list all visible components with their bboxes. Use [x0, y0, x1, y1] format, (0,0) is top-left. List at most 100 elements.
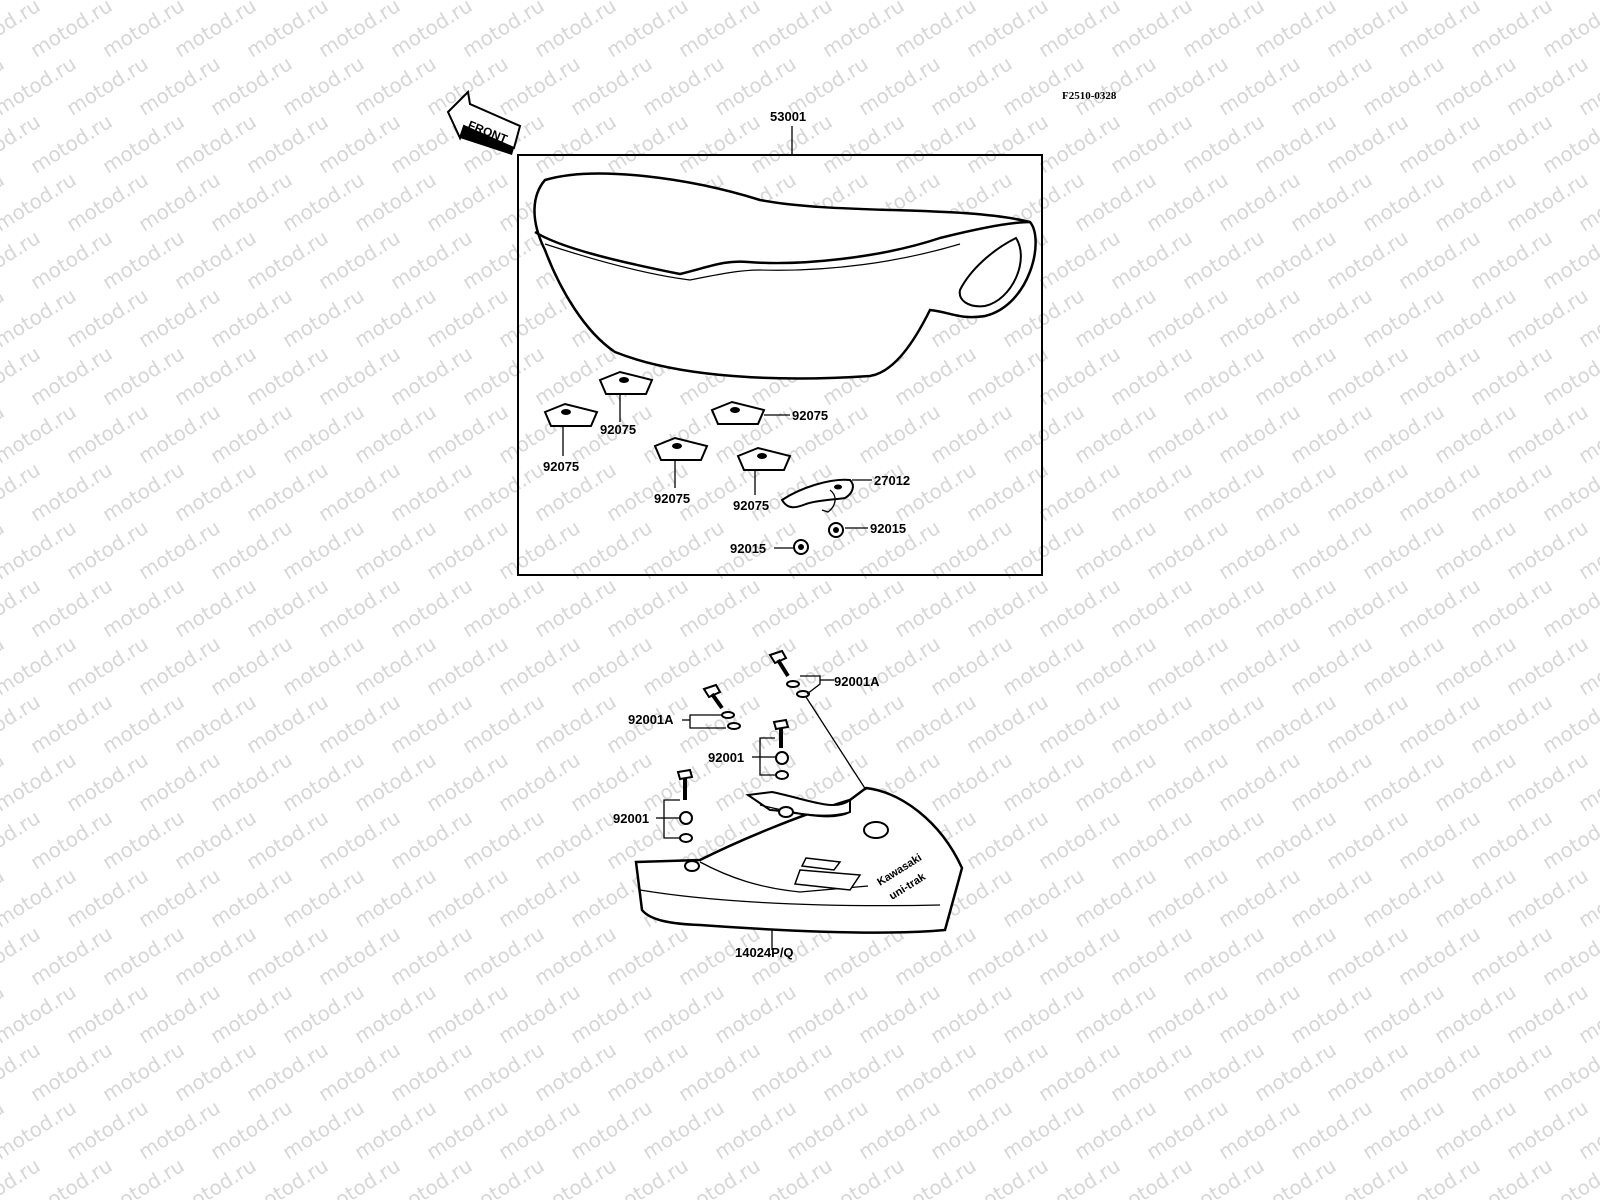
- watermark-text: motod.ru: [494, 631, 585, 700]
- watermark-text: motod.ru: [1214, 631, 1305, 700]
- watermark-text: motod.ru: [1286, 283, 1377, 352]
- watermark-text: motod.ru: [1466, 689, 1557, 758]
- watermark-text: motod.ru: [1394, 805, 1485, 874]
- watermark-text: motod.ru: [530, 573, 621, 642]
- watermark-text: motod.ru: [170, 457, 261, 526]
- watermark-text: motod.ru: [134, 1095, 225, 1164]
- watermark-text: motod.ru: [494, 863, 585, 932]
- watermark-text: motod.ru: [242, 573, 333, 642]
- watermark-text: motod.ru: [62, 283, 153, 352]
- watermark-text: motod.ru: [26, 689, 117, 758]
- watermark-text: motod.ru: [1214, 863, 1305, 932]
- watermark-text: motod.ru: [890, 573, 981, 642]
- watermark-text: motod.ru: [1466, 109, 1557, 178]
- watermark-text: motod.ru: [278, 1095, 369, 1164]
- watermark-text: motod.ru: [170, 109, 261, 178]
- watermark-text: motod.ru: [422, 515, 513, 584]
- watermark-text: motod.ru: [1322, 689, 1413, 758]
- watermark-text: motod.ru: [1214, 283, 1305, 352]
- label-92001a-left: 92001A: [628, 712, 674, 727]
- watermark-text: motod.ru: [1286, 747, 1377, 816]
- damper-pad-icon: [710, 400, 766, 425]
- label-92015-b: 92015: [730, 541, 766, 556]
- watermark-text: motod.ru: [350, 863, 441, 932]
- watermark-text: motod.ru: [1250, 689, 1341, 758]
- watermark-text: motod.ru: [1466, 457, 1557, 526]
- watermark-text: motod.ru: [278, 399, 369, 468]
- watermark-text: motod.ru: [278, 747, 369, 816]
- watermark-text: motod.ru: [278, 863, 369, 932]
- watermark-text: motod.ru: [278, 51, 369, 120]
- watermark-text: motod.ru: [962, 109, 1053, 178]
- seat-part: [533, 172, 1037, 380]
- watermark-text: motod.ru: [890, 109, 981, 178]
- seat-group-frame: [517, 154, 1043, 576]
- label-92001-lower: 92001: [613, 811, 649, 826]
- watermark-text: motod.ru: [674, 1037, 765, 1106]
- watermark-text: motod.ru: [98, 1037, 189, 1106]
- watermark-text: motod.ru: [782, 979, 873, 1048]
- watermark-text: motod.ru: [1106, 921, 1197, 990]
- watermark-text: motod.ru: [998, 51, 1089, 120]
- watermark-text: motod.ru: [1070, 167, 1161, 236]
- watermark-text: motod.ru: [530, 689, 621, 758]
- watermark-text: motod.ru: [530, 921, 621, 990]
- watermark-text: motod.ru: [1214, 515, 1305, 584]
- watermark-text: motod.ru: [1394, 109, 1485, 178]
- watermark-text: motod.ru: [998, 515, 1089, 584]
- watermark-text: motod.ru: [674, 689, 765, 758]
- label-92001-middle: 92001: [708, 750, 744, 765]
- watermark-text: motod.ru: [206, 1095, 297, 1164]
- watermark-text: motod.ru: [134, 747, 225, 816]
- watermark-text: motod.ru: [854, 1095, 945, 1164]
- watermark-text: motod.ru: [1142, 747, 1233, 816]
- label-92075-a: 92075: [600, 422, 636, 437]
- watermark-text: motod.ru: [674, 573, 765, 642]
- watermark-text: motod.ru: [386, 225, 477, 294]
- watermark-text: motod.ru: [602, 573, 693, 642]
- watermark-text: motod.ru: [1142, 631, 1233, 700]
- watermark-text: motod.ru: [1394, 341, 1485, 410]
- watermark-text: motod.ru: [1178, 109, 1269, 178]
- watermark-text: motod.ru: [98, 689, 189, 758]
- watermark-text: motod.ru: [386, 689, 477, 758]
- watermark-text: motod.ru: [926, 399, 1017, 468]
- watermark-text: motod.ru: [134, 631, 225, 700]
- watermark-text: motod.ru: [206, 747, 297, 816]
- watermark-text: motod.ru: [1502, 979, 1593, 1048]
- watermark-text: motod.ru: [530, 1037, 621, 1106]
- watermark-text: motod.ru: [1466, 573, 1557, 642]
- watermark-text: motod.ru: [314, 109, 405, 178]
- watermark-text: motod.ru: [314, 457, 405, 526]
- watermark-text: motod.ru: [962, 457, 1053, 526]
- watermark-text: motod.ru: [1466, 921, 1557, 990]
- watermark-text: motod.ru: [1250, 341, 1341, 410]
- watermark-text: motod.ru: [1358, 747, 1449, 816]
- watermark-text: motod.ru: [1394, 921, 1485, 990]
- watermark-text: motod.ru: [62, 399, 153, 468]
- watermark-text: motod.ru: [566, 631, 657, 700]
- watermark-text: motod.ru: [818, 1037, 909, 1106]
- watermark-text: motod.ru: [1178, 573, 1269, 642]
- watermark-text: motod.ru: [494, 1095, 585, 1164]
- watermark-text: motod.ru: [1178, 1037, 1269, 1106]
- watermark-text: motod.ru: [1070, 631, 1161, 700]
- watermark-text: motod.ru: [926, 747, 1017, 816]
- damper-pad-icon: [736, 446, 792, 471]
- watermark-text: motod.ru: [206, 515, 297, 584]
- watermark-text: motod.ru: [1286, 399, 1377, 468]
- watermark-text: motod.ru: [530, 341, 621, 410]
- watermark-text: motod.ru: [674, 109, 765, 178]
- watermark-text: motod.ru: [1286, 515, 1377, 584]
- watermark-text: motod.ru: [1466, 341, 1557, 410]
- watermark-text: motod.ru: [998, 1095, 1089, 1164]
- watermark-text: motod.ru: [350, 283, 441, 352]
- watermark-text: motod.ru: [242, 457, 333, 526]
- watermark-text: motod.ru: [494, 51, 585, 120]
- watermark-text: motod.ru: [134, 167, 225, 236]
- watermark-text: motod.ru: [1106, 341, 1197, 410]
- watermark-text: motod.ru: [494, 979, 585, 1048]
- watermark-text: motod.ru: [1178, 225, 1269, 294]
- watermark-text: motod.ru: [386, 1037, 477, 1106]
